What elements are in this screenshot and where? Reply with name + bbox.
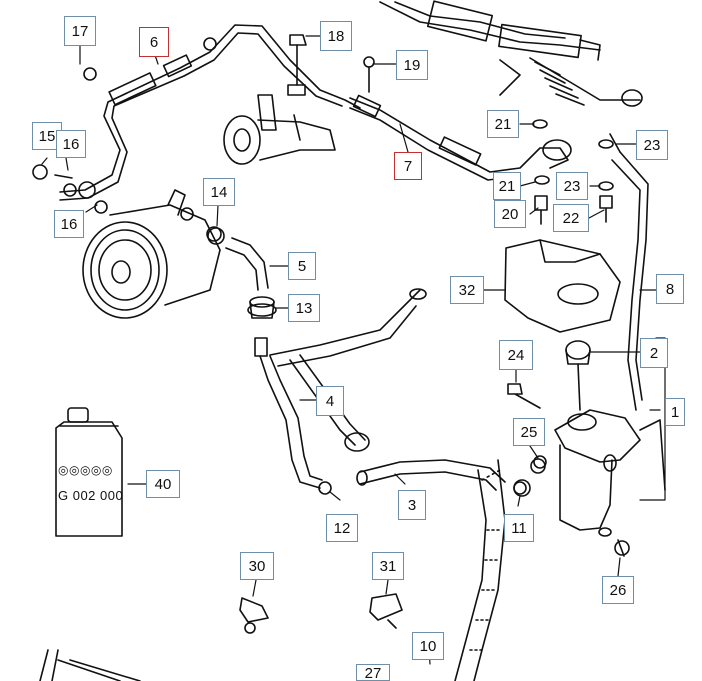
callout-5[interactable]: 5: [288, 252, 316, 280]
callout-20[interactable]: 20: [494, 200, 526, 228]
callout-21-lower[interactable]: 21: [493, 172, 521, 200]
pressure-hose-drawing: [32, 24, 361, 214]
hose-clamps-drawing: [207, 227, 277, 317]
callout-32[interactable]: 32: [450, 276, 484, 304]
return-pipe-drawing: [349, 94, 572, 181]
callout-17[interactable]: 17: [64, 16, 96, 46]
callout-22[interactable]: 22: [553, 204, 589, 232]
callout-2[interactable]: 2: [640, 338, 668, 368]
reservoir-cap-drawing: [565, 340, 591, 411]
callout-40[interactable]: 40: [146, 470, 180, 498]
fluid-can-drawing: [55, 407, 123, 537]
bolt-drawing: [287, 34, 375, 96]
can-part-number: G 002 000: [58, 488, 124, 503]
supply-pipe-drawing: [254, 288, 427, 495]
callout-8[interactable]: 8: [656, 274, 684, 304]
callout-23-lower[interactable]: 23: [556, 172, 588, 200]
callout-30[interactable]: 30: [240, 552, 274, 580]
callout-4[interactable]: 4: [316, 386, 344, 416]
callout-12[interactable]: 12: [326, 514, 358, 542]
callout-7[interactable]: 7: [394, 152, 422, 180]
steering-rack-drawing: [379, 0, 643, 107]
clamps-drawing: [507, 383, 630, 557]
callout-21-upper[interactable]: 21: [487, 110, 519, 138]
mounting-bracket-drawing: [223, 94, 336, 165]
callout-11[interactable]: 11: [504, 514, 534, 542]
callout-31[interactable]: 31: [372, 552, 404, 580]
callout-23-upper[interactable]: 23: [636, 130, 668, 160]
cooler-pipe-drawing: [609, 133, 649, 411]
drive-belt-drawing: [39, 649, 141, 681]
callout-26[interactable]: 26: [602, 576, 634, 604]
protective-cover-drawing: [504, 239, 621, 333]
callout-27[interactable]: 27: [356, 664, 390, 681]
callout-6[interactable]: 6: [139, 27, 169, 57]
callout-24[interactable]: 24: [499, 340, 533, 370]
power-steering-pump-drawing: [82, 189, 222, 319]
suction-hose-drawing: [225, 237, 275, 319]
leader-lines: [41, 35, 666, 665]
callout-25[interactable]: 25: [513, 418, 545, 446]
return-hose-drawing: [356, 458, 546, 497]
callout-13[interactable]: 13: [288, 294, 320, 322]
can-logo-text: ◎◎◎◎◎: [58, 463, 113, 477]
callout-18[interactable]: 18: [320, 21, 352, 51]
callout-16-lower[interactable]: 16: [54, 210, 84, 238]
callout-14[interactable]: 14: [203, 178, 235, 206]
small-parts-drawing: [239, 593, 403, 634]
cooling-hose-drawing: [454, 459, 506, 681]
callout-3[interactable]: 3: [398, 490, 426, 520]
callout-19[interactable]: 19: [396, 50, 428, 80]
callout-16-upper[interactable]: 16: [56, 130, 86, 158]
callout-10[interactable]: 10: [412, 632, 444, 660]
fluid-reservoir-drawing: [554, 409, 666, 537]
callout-1[interactable]: 1: [665, 398, 685, 426]
